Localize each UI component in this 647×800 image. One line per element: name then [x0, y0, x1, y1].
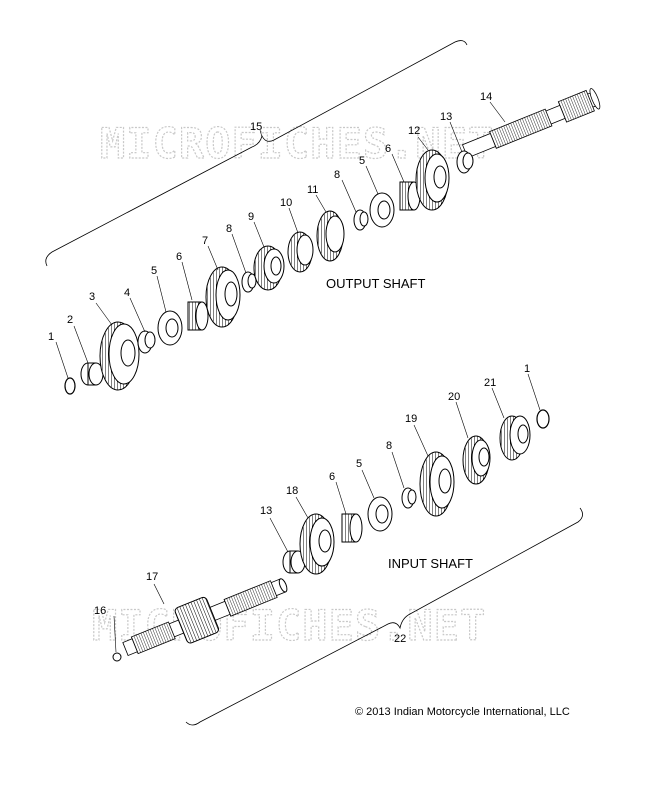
callout-1-output: 1 — [48, 331, 54, 343]
part-11-gear — [316, 210, 345, 262]
callout-2: 2 — [67, 314, 73, 326]
callout-8-output-a: 8 — [226, 223, 232, 235]
part-8-bushing — [241, 271, 257, 293]
part-2-bushing — [80, 362, 104, 386]
part-9-gear — [253, 245, 285, 291]
part-7-gear — [205, 266, 241, 328]
output-leaders — [55, 101, 506, 379]
callout-22: 22 — [394, 633, 406, 645]
callout-3: 3 — [89, 291, 95, 303]
part-3-gear — [99, 321, 140, 391]
callout-17: 17 — [146, 571, 158, 583]
callout-7: 7 — [202, 235, 208, 247]
input-shaft-title: INPUT SHAFT — [388, 556, 473, 571]
part-1b-snap-ring — [536, 409, 550, 429]
callout-9: 9 — [248, 211, 254, 223]
part-21-gear — [499, 415, 531, 461]
callout-1-input: 1 — [524, 363, 530, 375]
part-18-gear — [299, 513, 335, 575]
part-13-bearing — [456, 150, 474, 174]
callout-11: 11 — [307, 184, 318, 196]
callout-20: 20 — [448, 391, 460, 403]
part-6c-needle-bearing — [341, 513, 363, 543]
part-4-bushing — [137, 330, 156, 354]
output-shaft-title: OUTPUT SHAFT — [326, 276, 425, 291]
part-5c-shift-fork-hub — [367, 496, 393, 532]
part-12-gear — [415, 149, 450, 211]
callout-13-input: 13 — [260, 505, 272, 517]
part-5-shift-fork-hub — [157, 310, 183, 346]
callout-15: 15 — [250, 121, 262, 133]
callout-19: 19 — [405, 413, 417, 425]
callout-10: 10 — [280, 197, 292, 209]
part-16-plug — [112, 652, 122, 662]
output-shaft-14 — [461, 88, 601, 159]
callout-18: 18 — [286, 485, 298, 497]
callout-4: 4 — [124, 287, 130, 299]
callout-8-output-b: 8 — [334, 169, 340, 181]
copyright-notice: © 2013 Indian Motorcycle International, … — [355, 706, 570, 718]
part-6-needle-bearing — [187, 301, 209, 331]
part-5b-shift-fork-hub — [369, 192, 395, 228]
callout-6-output-b: 6 — [385, 143, 391, 155]
callout-5-input: 5 — [356, 458, 362, 470]
callout-13-output: 13 — [440, 111, 452, 123]
input-shaft-17 — [122, 578, 288, 657]
bracket-22 — [185, 507, 583, 726]
callout-16: 16 — [94, 605, 106, 617]
part-10-gear — [287, 231, 314, 273]
part-8c-bushing — [401, 487, 417, 509]
callout-5-output-a: 5 — [151, 265, 157, 277]
part-8b-bushing — [353, 209, 369, 231]
part-20-gear — [462, 435, 491, 485]
callout-12: 12 — [408, 125, 420, 137]
callout-5-output-b: 5 — [359, 155, 365, 167]
callout-6-output-a: 6 — [176, 251, 182, 263]
part-1-snap-ring — [64, 377, 76, 395]
part-19-gear — [419, 451, 455, 517]
callout-6-input: 6 — [329, 471, 335, 483]
callout-21: 21 — [484, 377, 496, 389]
input-leaders — [113, 373, 541, 653]
callout-8-input: 8 — [386, 440, 392, 452]
callout-14: 14 — [480, 91, 492, 103]
leader-15 — [259, 129, 263, 138]
